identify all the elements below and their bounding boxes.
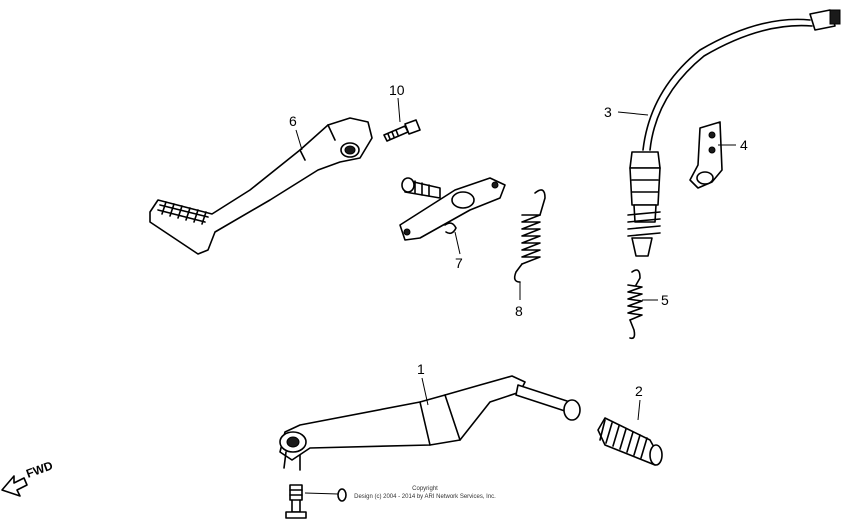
fwd-direction-indicator: FWD — [1, 458, 55, 497]
copyright-line-2: Design (c) 2004 - 2014 by ARI Network Se… — [354, 494, 496, 500]
callout-8: 8 — [515, 303, 523, 319]
stop-switch-part-3[interactable] — [627, 9, 841, 257]
copyright-line-1: Copyright — [412, 486, 438, 492]
callout-5: 5 — [661, 292, 669, 308]
pivot-plate-part-7[interactable] — [399, 177, 506, 241]
bracket-part-4[interactable] — [689, 121, 723, 189]
callout-2: 2 — [635, 383, 643, 399]
shift-rubber-part-2[interactable] — [597, 417, 663, 466]
callout-1: 1 — [417, 361, 425, 377]
callout-7: 7 — [455, 255, 463, 271]
leader-lines — [295, 97, 736, 495]
fwd-arrow-icon — [1, 475, 28, 497]
lever-bolt[interactable] — [285, 484, 307, 519]
callout-6: 6 — [289, 113, 297, 129]
gearshift-lever-part-1[interactable] — [279, 375, 581, 471]
spring-part-8[interactable] — [513, 189, 546, 283]
spring-part-5[interactable] — [627, 269, 643, 340]
lever-washer[interactable] — [337, 488, 347, 502]
bolt-part-10[interactable] — [383, 119, 421, 142]
callout-4: 4 — [740, 137, 748, 153]
fwd-label: FWD — [24, 458, 55, 481]
callout-10: 10 — [389, 82, 405, 98]
brake-pedal-part-6[interactable] — [149, 117, 373, 255]
callout-3: 3 — [604, 104, 612, 120]
